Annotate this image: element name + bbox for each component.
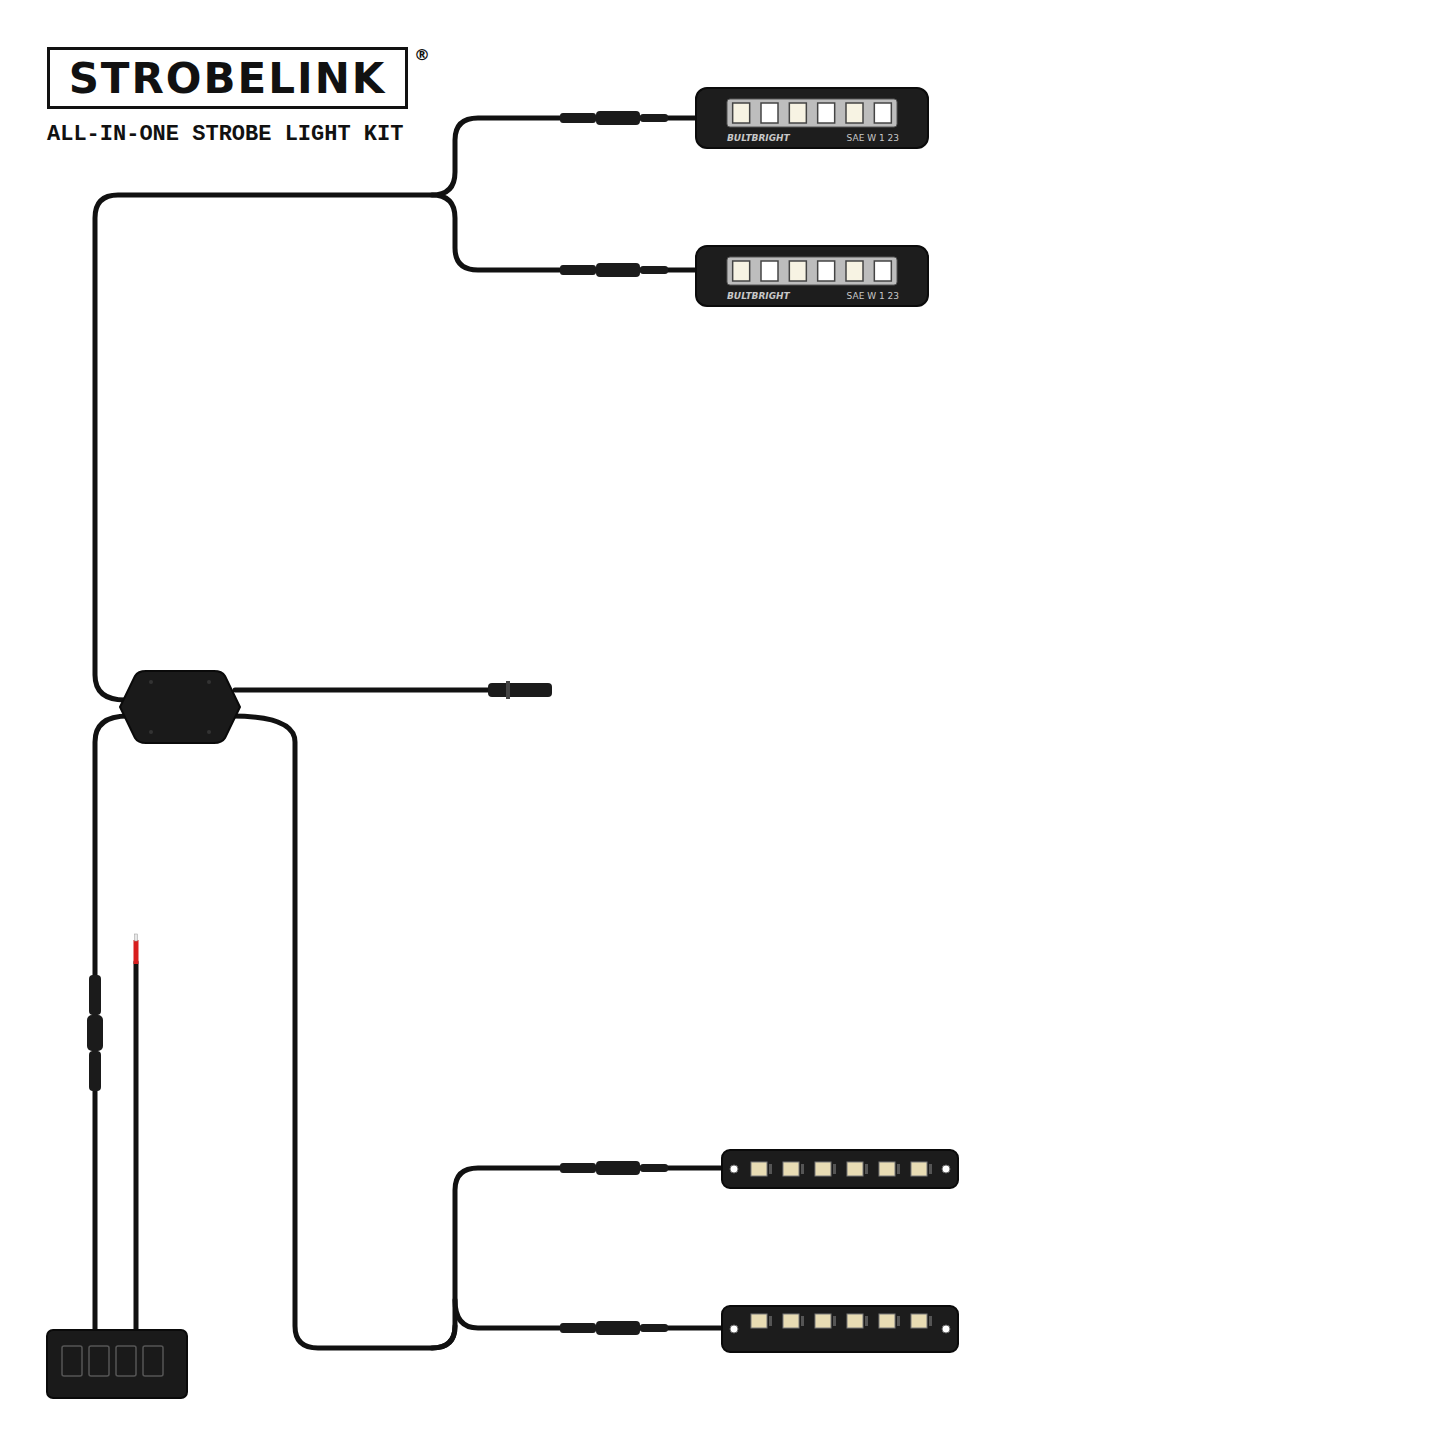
led-chip <box>846 103 863 123</box>
hub-screw <box>207 680 211 684</box>
plug <box>596 1321 640 1335</box>
mount-hole <box>730 1165 738 1173</box>
led-chip <box>733 103 750 123</box>
strobe-light-head: BULTBRIGHT SAE W 1 23 <box>695 245 929 307</box>
output-connector <box>506 681 510 699</box>
plug <box>640 1164 668 1172</box>
surface-strobe-light <box>722 1150 958 1352</box>
logo-box: STROBELINK <box>47 47 408 109</box>
wire <box>432 195 700 270</box>
rocker-switch <box>143 1346 163 1376</box>
surface-strobe-light <box>722 1150 958 1188</box>
brand-title: STROBELINK <box>69 54 387 103</box>
certification-mark: SAE W 1 23 <box>847 292 899 301</box>
wire <box>235 688 492 693</box>
wire <box>134 962 139 1332</box>
subtitle: ALL-IN-ONE STROBE LIGHT KIT <box>47 123 403 147</box>
led-chip <box>818 103 835 123</box>
led-row <box>745 1150 937 1188</box>
plug <box>640 266 668 274</box>
hub-screw <box>149 680 211 734</box>
output-connector <box>488 683 552 697</box>
plug <box>87 1015 103 1051</box>
rocker-switch <box>89 1346 109 1376</box>
certification-mark: SAE W 1 23 <box>847 134 899 143</box>
rocker-switch <box>62 1346 163 1376</box>
led-chip <box>761 103 778 123</box>
control-module <box>120 671 240 743</box>
wire <box>95 118 700 700</box>
lens-window <box>727 99 897 127</box>
rocker-switch <box>62 1346 82 1376</box>
brand-mark: BULTBRIGHT <box>727 134 790 143</box>
hub-screw <box>207 730 211 734</box>
led-chip <box>733 261 750 281</box>
lens-window <box>727 257 897 285</box>
brand-mark: BULTBRIGHT <box>727 292 790 301</box>
mount-hole <box>942 1165 950 1173</box>
wire <box>232 716 730 1348</box>
led-chip <box>761 261 778 281</box>
plug <box>640 114 668 122</box>
hub-screw <box>149 730 153 734</box>
plug <box>87 111 668 1335</box>
mount-hole <box>942 1325 950 1333</box>
plug <box>89 1051 101 1091</box>
led-chip <box>789 261 806 281</box>
red-wire-tip <box>134 940 139 964</box>
wire <box>432 1326 455 1348</box>
led-chip <box>846 261 863 281</box>
wire <box>95 118 730 1348</box>
switch-panel <box>47 1330 187 1398</box>
led-chip <box>789 103 806 123</box>
surface-strobe-light <box>722 1306 958 1352</box>
strobe-light-head: BULTBRIGHT SAE W 1 23 <box>695 87 929 149</box>
hub-screw <box>149 680 153 684</box>
plug <box>640 1324 668 1332</box>
plug <box>596 263 640 277</box>
plug <box>560 265 596 275</box>
led-chip <box>874 103 891 123</box>
plug <box>596 1161 640 1175</box>
plug <box>560 1323 596 1333</box>
wire-strand <box>135 934 138 941</box>
led-chip <box>874 261 891 281</box>
led-chip <box>818 261 835 281</box>
mount-hole <box>730 1325 738 1333</box>
plug <box>89 975 101 1015</box>
plug <box>560 113 596 123</box>
rocker-switch <box>116 1346 136 1376</box>
plug <box>596 111 640 125</box>
registered-mark: ® <box>414 46 430 64</box>
plug <box>560 1163 596 1173</box>
led-row <box>745 1310 937 1348</box>
